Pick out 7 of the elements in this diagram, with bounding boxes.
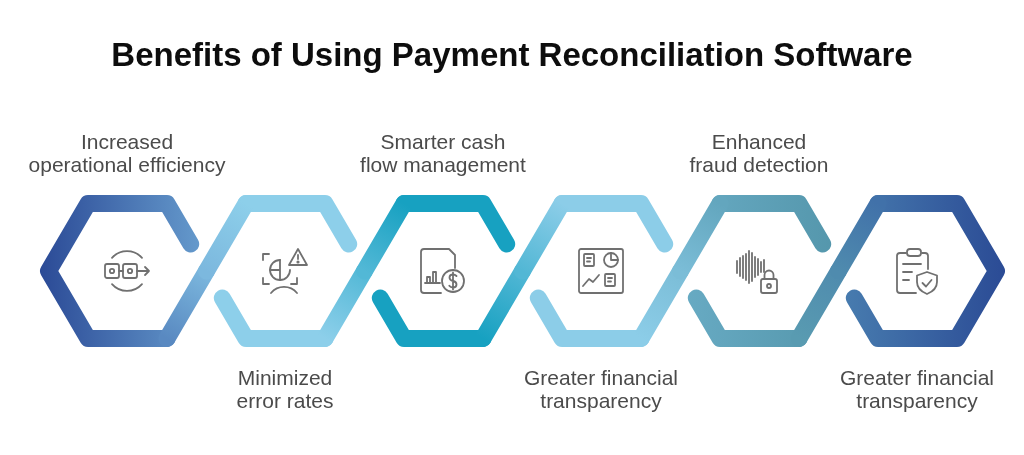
benefit-label: Increased operational efficiency <box>27 129 227 176</box>
benefit-label: Minimized error rates <box>235 365 335 412</box>
diagram-title: Benefits of Using Payment Reconciliation Software <box>111 36 913 74</box>
benefit-label: Smarter cash flow management <box>359 129 527 176</box>
benefit-label: Greater financial transparency <box>838 365 996 412</box>
benefit-label: Enhanced fraud detection <box>688 129 830 176</box>
benefit-label: Greater financial transparency <box>522 365 680 412</box>
